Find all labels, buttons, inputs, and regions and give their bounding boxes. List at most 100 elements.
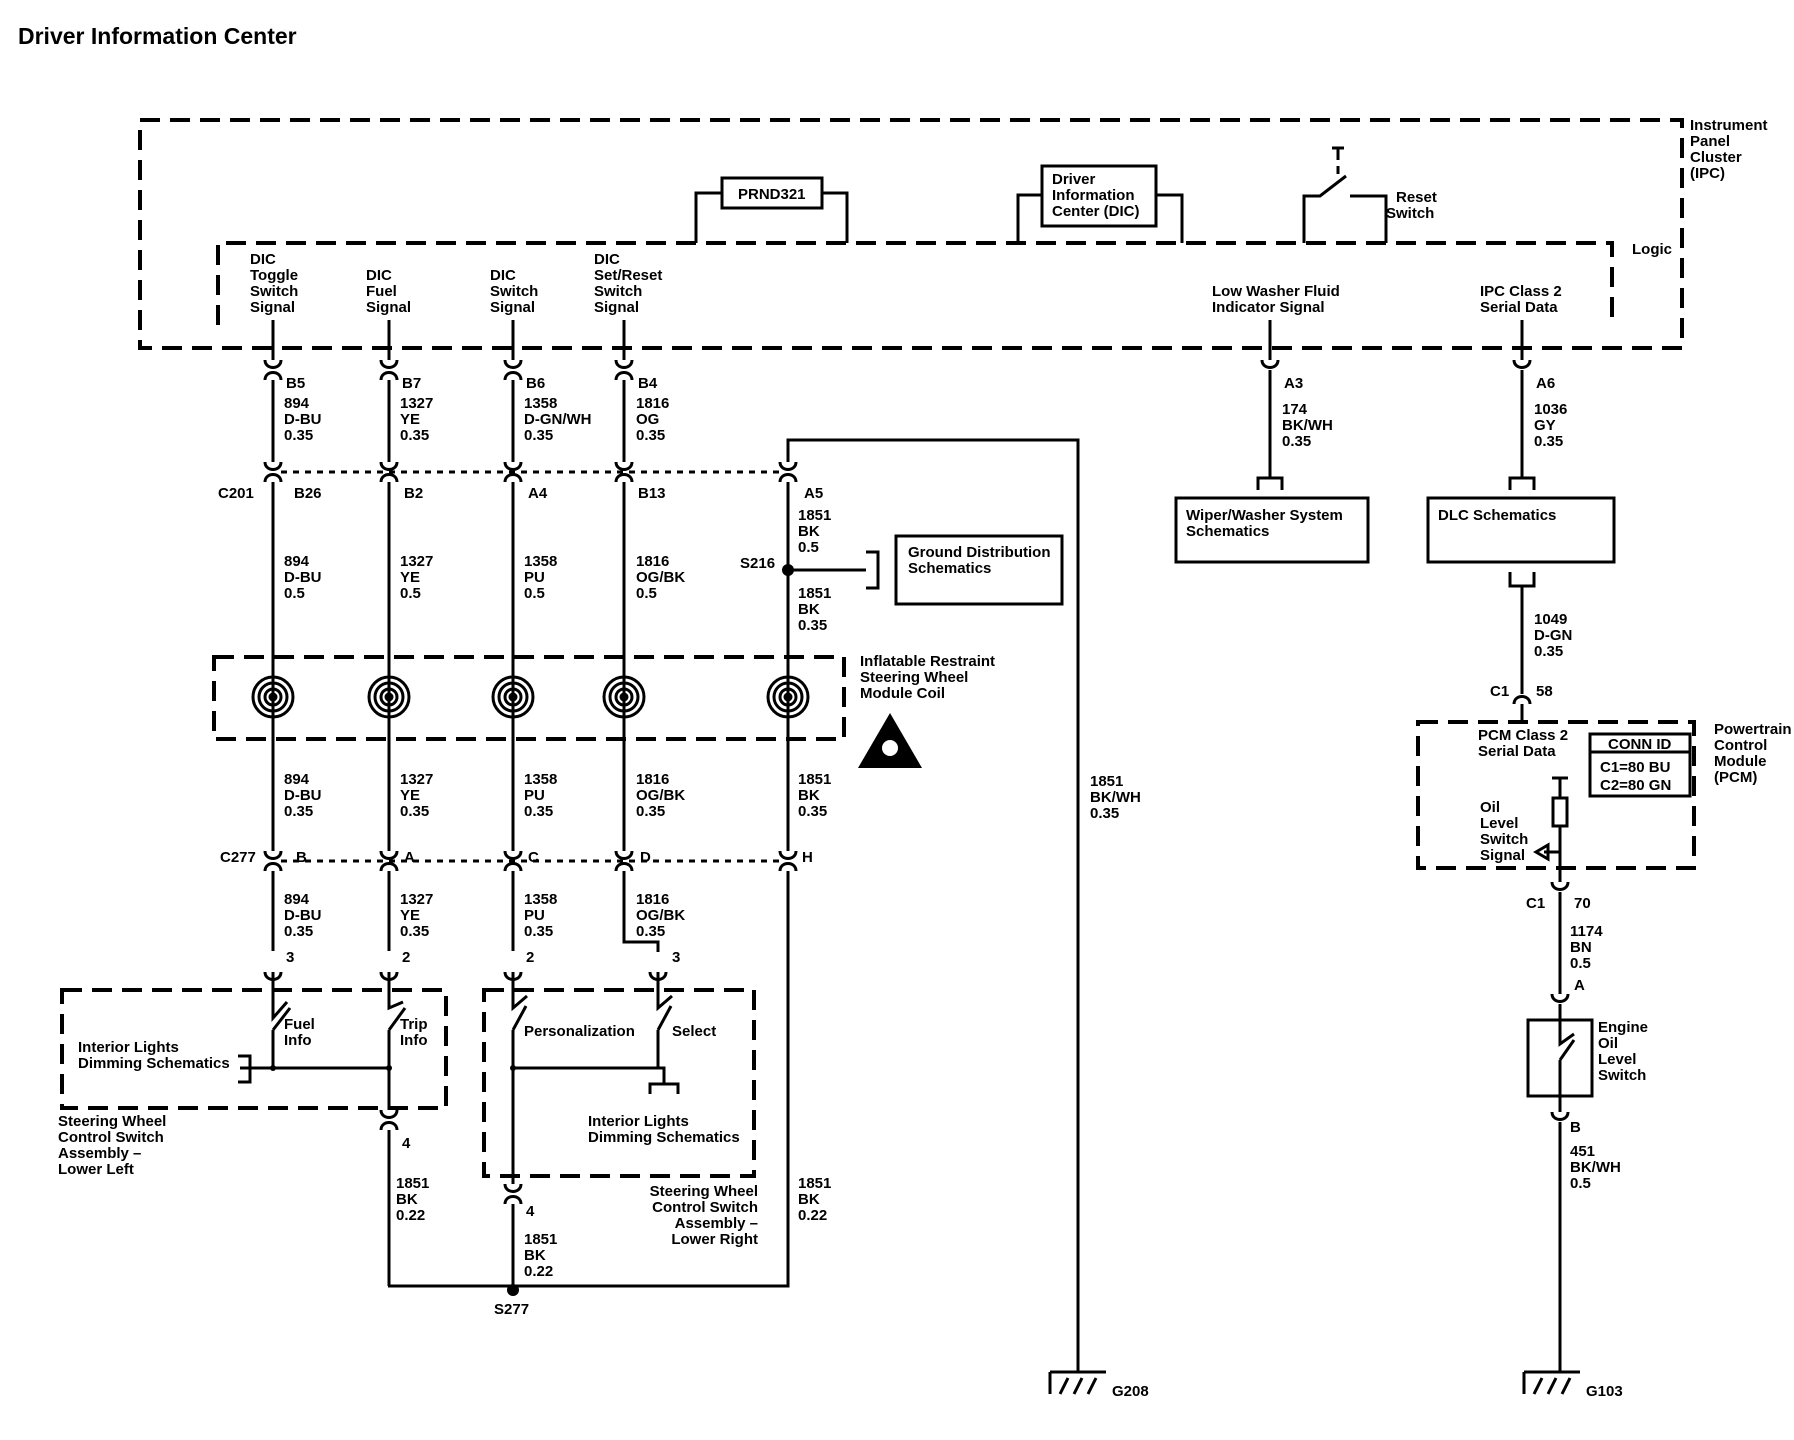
- svg-text:Schematics: Schematics: [1186, 523, 1269, 540]
- svg-text:0.35: 0.35: [284, 803, 313, 820]
- dlc-schematics-box: DLC Schematics: [1426, 496, 1616, 564]
- pin-c277-b: B: [296, 849, 307, 866]
- svg-text:Info: Info: [400, 1032, 428, 1049]
- svg-text:OG: OG: [636, 411, 659, 428]
- svg-text:0.35: 0.35: [524, 923, 553, 940]
- svg-text:Inflatable Restraint: Inflatable Restraint: [860, 653, 995, 670]
- pin-sw-3b: 3: [672, 949, 680, 966]
- svg-text:174: 174: [1282, 401, 1308, 418]
- right-dimming-label: Interior Lights Dimming Schematics: [588, 1113, 740, 1146]
- pin-a3: A3: [1284, 375, 1303, 392]
- wire-column-4: [622, 320, 660, 990]
- oil-signal-label: Oil Level Switch Signal: [1480, 799, 1528, 864]
- svg-text:451: 451: [1570, 1143, 1595, 1160]
- svg-text:0.35: 0.35: [798, 803, 827, 820]
- svg-text:1174: 1174: [1570, 923, 1603, 940]
- svg-text:Switch: Switch: [1480, 831, 1528, 848]
- svg-text:DIC: DIC: [366, 267, 392, 284]
- pin-a4: A4: [528, 485, 548, 502]
- svg-text:0.22: 0.22: [396, 1207, 425, 1224]
- svg-text:IPC Class 2: IPC Class 2: [1480, 283, 1562, 300]
- svg-text:0.35: 0.35: [400, 923, 429, 940]
- svg-text:Low Washer Fluid: Low Washer Fluid: [1212, 283, 1340, 300]
- svg-text:0.5: 0.5: [1570, 955, 1591, 972]
- svg-text:0.5: 0.5: [1570, 1175, 1591, 1192]
- svg-text:Switch: Switch: [1598, 1067, 1646, 1084]
- svg-text:0.35: 0.35: [400, 427, 429, 444]
- connector-c201: C201: [218, 485, 254, 502]
- svg-text:1049: 1049: [1534, 611, 1567, 628]
- svg-text:1816: 1816: [636, 771, 669, 788]
- signal-setreset-label: DIC Set/Reset Switch Signal: [594, 251, 662, 316]
- pin-oil-a: A: [1574, 977, 1585, 994]
- svg-text:PU: PU: [524, 787, 545, 804]
- trip-info-label: Trip Info: [400, 1016, 428, 1049]
- svg-text:Control: Control: [1714, 737, 1767, 754]
- svg-text:894: 894: [284, 891, 310, 908]
- svg-text:Fuel: Fuel: [366, 283, 397, 300]
- svg-text:BK: BK: [798, 787, 820, 804]
- svg-text:YE: YE: [400, 907, 420, 924]
- svg-text:1851: 1851: [524, 1231, 557, 1248]
- pin-sw-2a: 2: [402, 949, 410, 966]
- svg-text:Engine: Engine: [1598, 1019, 1648, 1036]
- svg-text:1851: 1851: [798, 1175, 831, 1192]
- ground-g208-icon: [1048, 1370, 1108, 1396]
- svg-text:1851: 1851: [798, 771, 831, 788]
- signal-toggle-label: DIC Toggle Switch Signal: [250, 251, 298, 316]
- svg-text:Lower Left: Lower Left: [58, 1161, 134, 1178]
- svg-text:1851: 1851: [798, 585, 831, 602]
- svg-text:0.22: 0.22: [524, 1263, 553, 1280]
- pin-b2: B2: [404, 485, 423, 502]
- logic-label: Logic: [1632, 241, 1672, 258]
- svg-text:Wiper/Washer System: Wiper/Washer System: [1186, 507, 1343, 524]
- svg-text:0.5: 0.5: [636, 585, 657, 602]
- svg-text:Panel: Panel: [1690, 133, 1730, 150]
- pin-58: 58: [1536, 683, 1553, 700]
- svg-text:Switch: Switch: [1386, 205, 1434, 222]
- svg-text:Interior Lights: Interior Lights: [588, 1113, 689, 1130]
- svg-text:Dimming Schematics: Dimming Schematics: [78, 1055, 230, 1072]
- splice-s216-label: S216: [740, 555, 775, 572]
- svg-text:Set/Reset: Set/Reset: [594, 267, 662, 284]
- svg-text:Serial Data: Serial Data: [1480, 299, 1558, 316]
- diagram-title: Driver Information Center: [18, 23, 297, 49]
- svg-text:0.35: 0.35: [284, 923, 313, 940]
- svg-text:0.5: 0.5: [400, 585, 421, 602]
- pin-sw-4b: 4: [526, 1203, 535, 1220]
- svg-text:Signal: Signal: [490, 299, 535, 316]
- personalization-label: Personalization: [524, 1023, 635, 1040]
- svg-text:0.35: 0.35: [798, 617, 827, 634]
- right-switch-assembly: [482, 988, 756, 1178]
- svg-text:BK: BK: [798, 601, 820, 618]
- svg-text:PCM Class 2: PCM Class 2: [1478, 727, 1568, 744]
- svg-text:(PCM): (PCM): [1714, 769, 1757, 786]
- dic-display: Driver Information Center (DIC): [1016, 164, 1184, 243]
- svg-text:Cluster: Cluster: [1690, 149, 1742, 166]
- svg-text:0.5: 0.5: [284, 585, 305, 602]
- svg-text:BK: BK: [798, 523, 820, 540]
- svg-text:BK/WH: BK/WH: [1282, 417, 1333, 434]
- svg-text:DLC Schematics: DLC Schematics: [1438, 507, 1556, 524]
- svg-text:0.35: 0.35: [1282, 433, 1311, 450]
- svg-text:0.35: 0.35: [400, 803, 429, 820]
- svg-text:Steering Wheel: Steering Wheel: [860, 669, 968, 686]
- svg-text:D-BU: D-BU: [284, 411, 322, 428]
- svg-text:Oil: Oil: [1598, 1035, 1618, 1052]
- svg-text:Information: Information: [1052, 187, 1135, 204]
- svg-text:Signal: Signal: [366, 299, 411, 316]
- svg-text:Steering Wheel: Steering Wheel: [650, 1183, 758, 1200]
- prnd321-display: PRND321: [694, 176, 849, 243]
- svg-text:0.35: 0.35: [284, 427, 313, 444]
- svg-text:894: 894: [284, 553, 310, 570]
- svg-text:DIC: DIC: [594, 251, 620, 268]
- reset-switch: Reset Switch: [1302, 146, 1437, 243]
